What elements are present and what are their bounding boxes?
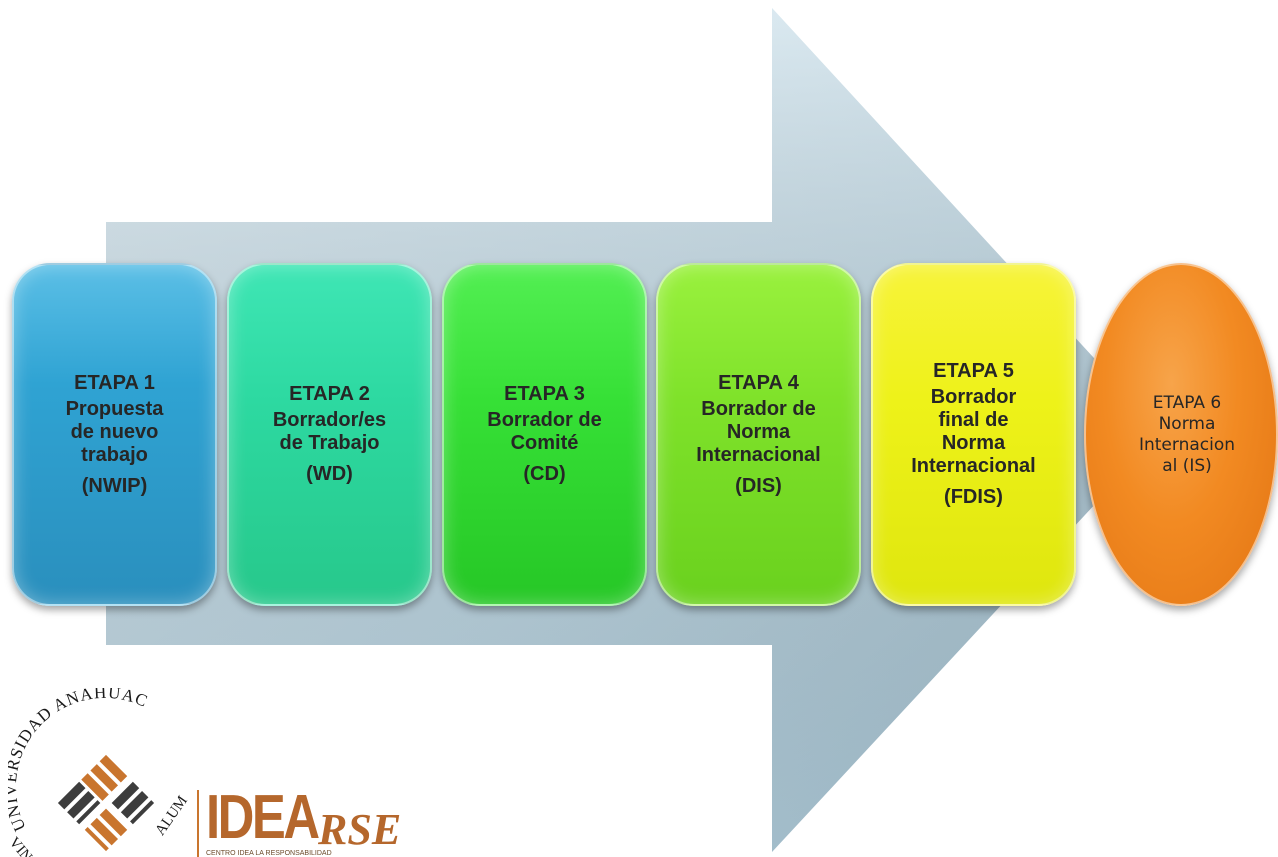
stage-4-box: ETAPA 4 Borrador de Norma Internacional … (656, 263, 861, 606)
stage-4-code: (DIS) (735, 474, 782, 497)
stage-4-line: Norma (726, 420, 791, 443)
stage-1-box: ETAPA 1 Propuesta de nuevo trabajo (NWIP… (12, 263, 217, 606)
stage-5-code: (FDIS) (944, 486, 1003, 508)
seal-bottom-right: ALUM (152, 793, 190, 838)
stage-2-line: de Trabajo (279, 432, 380, 454)
stage-2-line: Borrador/es (272, 409, 387, 431)
stage-3-code: (CD) (523, 463, 566, 485)
brand-rse: RSE (318, 805, 402, 854)
stage-1-line: Propuesta (65, 397, 164, 420)
stage-5-line: Borrador (930, 386, 1017, 408)
stage-6-title: ETAPA 6 (1152, 392, 1222, 413)
stage-6-line: Internacion (1138, 434, 1236, 455)
stage-2-title: ETAPA 2 (289, 383, 370, 405)
stage-5-line: Norma (941, 432, 1006, 454)
stage-5-box: ETAPA 5 Borrador final de Norma Internac… (871, 263, 1076, 606)
brand-idea: IDEA (206, 783, 320, 852)
seal-emblem (57, 754, 155, 852)
brand-subtitle: CENTRO IDEA LA RESPONSABILIDAD (206, 850, 332, 857)
stage-1-line: de nuevo (70, 420, 159, 443)
stage-1-code: (NWIP) (81, 474, 148, 497)
stage-4-line: Internacional (696, 443, 821, 466)
logo-divider (197, 790, 199, 857)
stage-4-title: ETAPA 4 (718, 371, 799, 394)
stage-5-title: ETAPA 5 (933, 360, 1014, 382)
stage-5-line: Internacional (911, 455, 1036, 477)
university-logo: UNIVERSIDAD ANÁHUAC VINCE ALUM (8, 688, 199, 857)
stage-2-box: ETAPA 2 Borrador/es de Trabajo (WD) (227, 263, 432, 606)
stage-6-line: al (IS) (1162, 455, 1212, 476)
stage-6-ellipse: ETAPA 6 Norma Internacion al (IS) (1084, 263, 1278, 606)
stage-1-title: ETAPA 1 (74, 371, 155, 394)
stage-3-title: ETAPA 3 (504, 383, 585, 405)
stage-1-line: trabajo (81, 443, 148, 466)
stage-3-line: Borrador de (487, 409, 602, 431)
stage-2-code: (WD) (306, 463, 353, 485)
stage-5-line: final de (938, 409, 1009, 431)
stage-4-line: Borrador de (701, 397, 816, 420)
stage-3-box: ETAPA 3 Borrador de Comité (CD) (442, 263, 647, 606)
stage-6-line: Norma (1158, 413, 1216, 434)
stage-3-line: Comité (510, 432, 579, 454)
seal-bottom-left: VINCE (8, 834, 47, 857)
